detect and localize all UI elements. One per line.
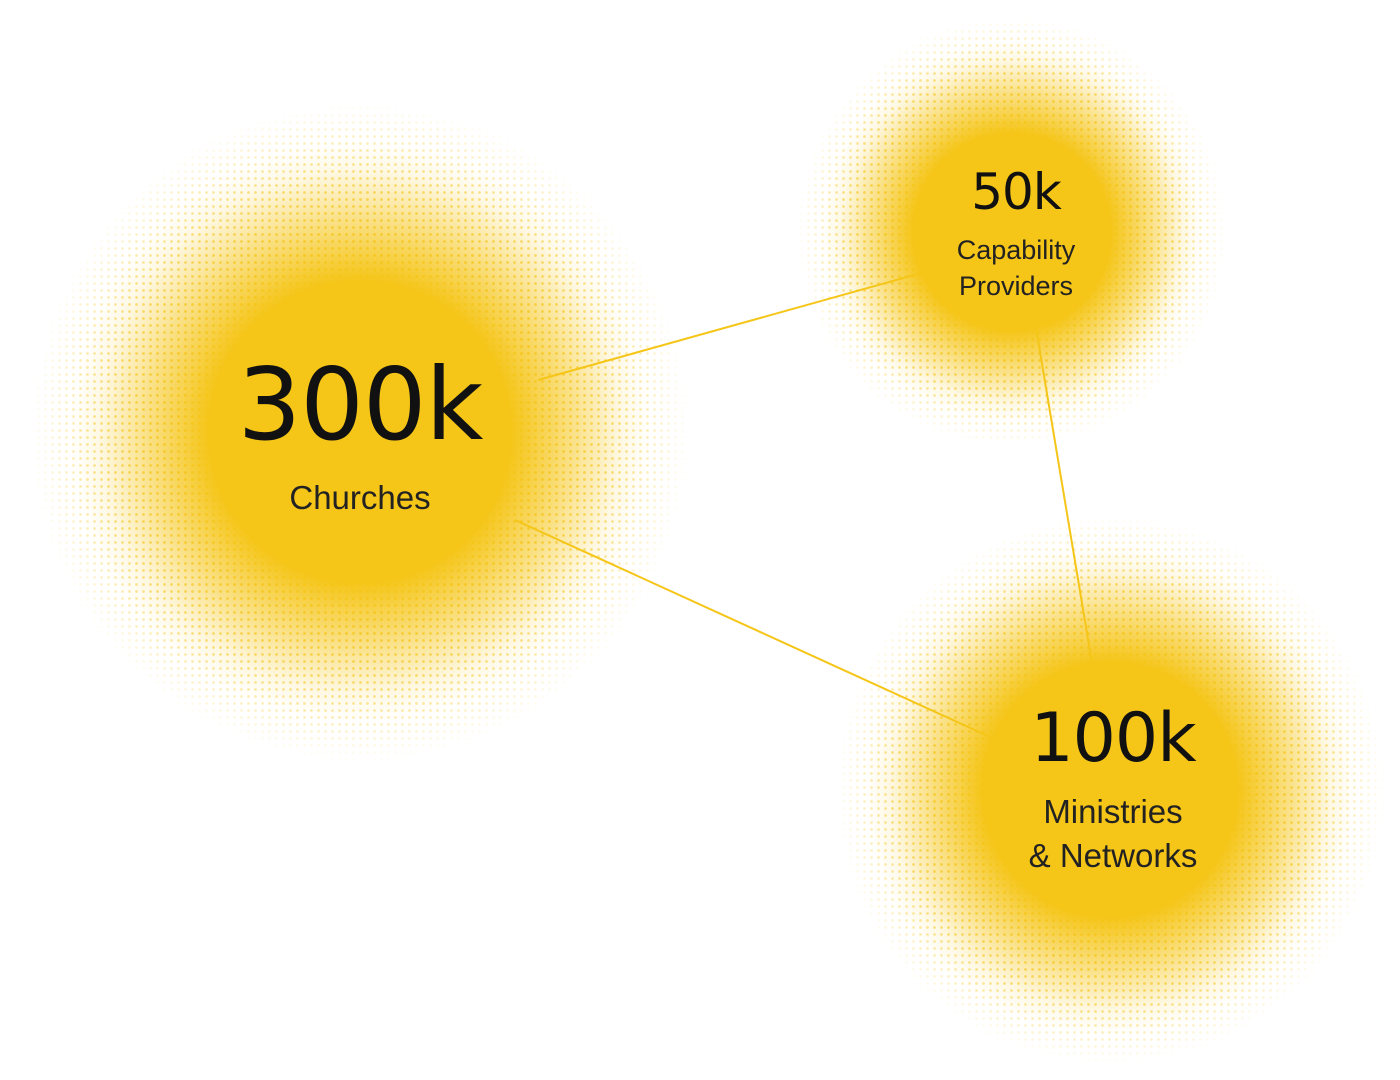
connector-churches-providers <box>537 271 926 381</box>
ministries-label-line-2: & Networks <box>1028 837 1198 874</box>
churches-count: 300k <box>237 346 484 463</box>
providers-count: 50k <box>971 163 1062 221</box>
churches-label: Churches <box>289 479 431 516</box>
ministries-count: 100k <box>1030 699 1196 778</box>
connector-churches-ministries <box>514 519 1013 748</box>
node-ministries-networks: 100k Ministries & Networks <box>1029 700 1198 878</box>
providers-label-line-2: Providers <box>958 271 1074 301</box>
ministries-label-line-1: Ministries <box>1043 793 1183 830</box>
node-capability-providers: 50k Capability Providers <box>957 162 1076 304</box>
connector-providers-ministries <box>1035 327 1093 664</box>
providers-label-line-1: Capability <box>956 235 1076 265</box>
node-churches: 300k Churches <box>237 346 484 518</box>
